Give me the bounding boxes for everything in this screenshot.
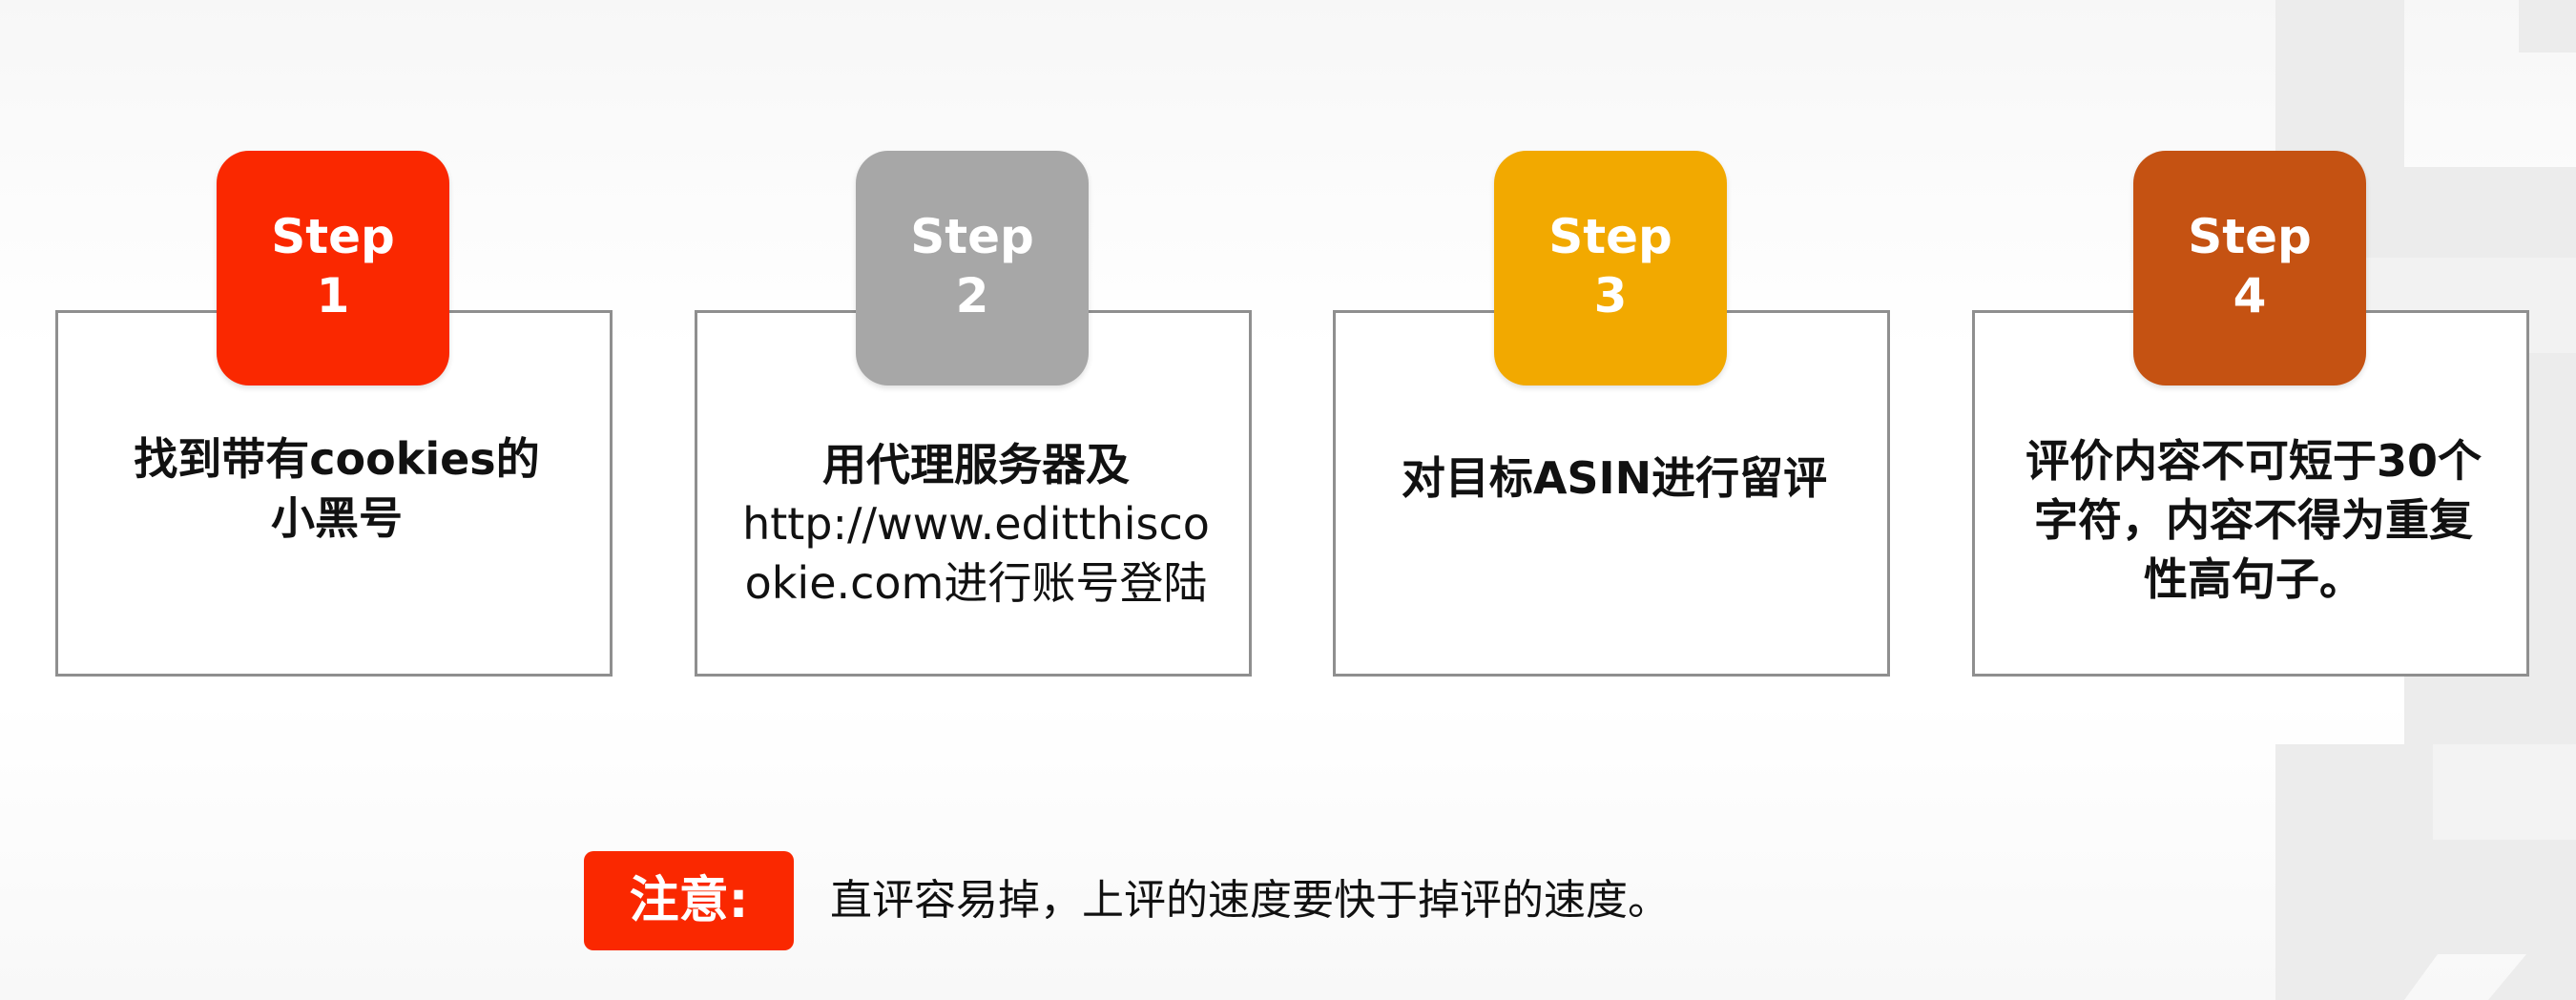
step-badge-word: Step (2188, 209, 2312, 264)
step-description: 评价内容不可短于30个 字符，内容不得为重复 性高句子。 (1989, 431, 2518, 609)
step-badge-number: 4 (2233, 268, 2267, 323)
step-description: 找到带有cookies的 小黑号 (73, 429, 601, 548)
step-badge-number: 2 (955, 268, 989, 323)
step-badge-number: 3 (1593, 268, 1628, 323)
step-description-line: 评价内容不可短于30个 (2025, 435, 2482, 487)
step-description-line: 小黑号 (271, 492, 403, 544)
step-description-line: http://www.editthisco (742, 498, 1210, 550)
step-badge-number: 1 (316, 268, 350, 323)
step-description: 对目标ASIN进行留评 (1350, 448, 1879, 508)
step-description-line: 性高句子。 (2144, 553, 2363, 605)
step-4: Step 4 评价内容不可短于30个 字符，内容不得为重复 性高句子。 (1972, 0, 2535, 687)
step-badge-word: Step (910, 209, 1034, 264)
step-2: Step 2 用代理服务器及 http://www.editthisco oki… (695, 0, 1257, 687)
step-badge: Step 2 (856, 151, 1089, 385)
step-description-line: okie.com进行账号登陆 (744, 557, 1208, 609)
step-badge-word: Step (1548, 209, 1672, 264)
step-badge: Step 1 (217, 151, 449, 385)
step-badge: Step 3 (1494, 151, 1727, 385)
step-3: Step 3 对目标ASIN进行留评 (1333, 0, 1896, 687)
step-description-line: 用代理服务器及 (822, 439, 1130, 490)
note-text: 直评容易掉，上评的速度要快于掉评的速度。 (830, 876, 1670, 925)
note-label: 注意: (584, 851, 794, 950)
step-1: Step 1 找到带有cookies的 小黑号 (55, 0, 618, 687)
step-badge-word: Step (271, 209, 395, 264)
step-description-line: 字符，内容不得为重复 (2034, 494, 2473, 546)
step-badge: Step 4 (2133, 151, 2366, 385)
step-description: 用代理服务器及 http://www.editthisco okie.com进行… (712, 435, 1240, 613)
step-description-line: 对目标ASIN进行留评 (1401, 452, 1828, 504)
step-description-line: 找到带有cookies的 (134, 433, 540, 485)
